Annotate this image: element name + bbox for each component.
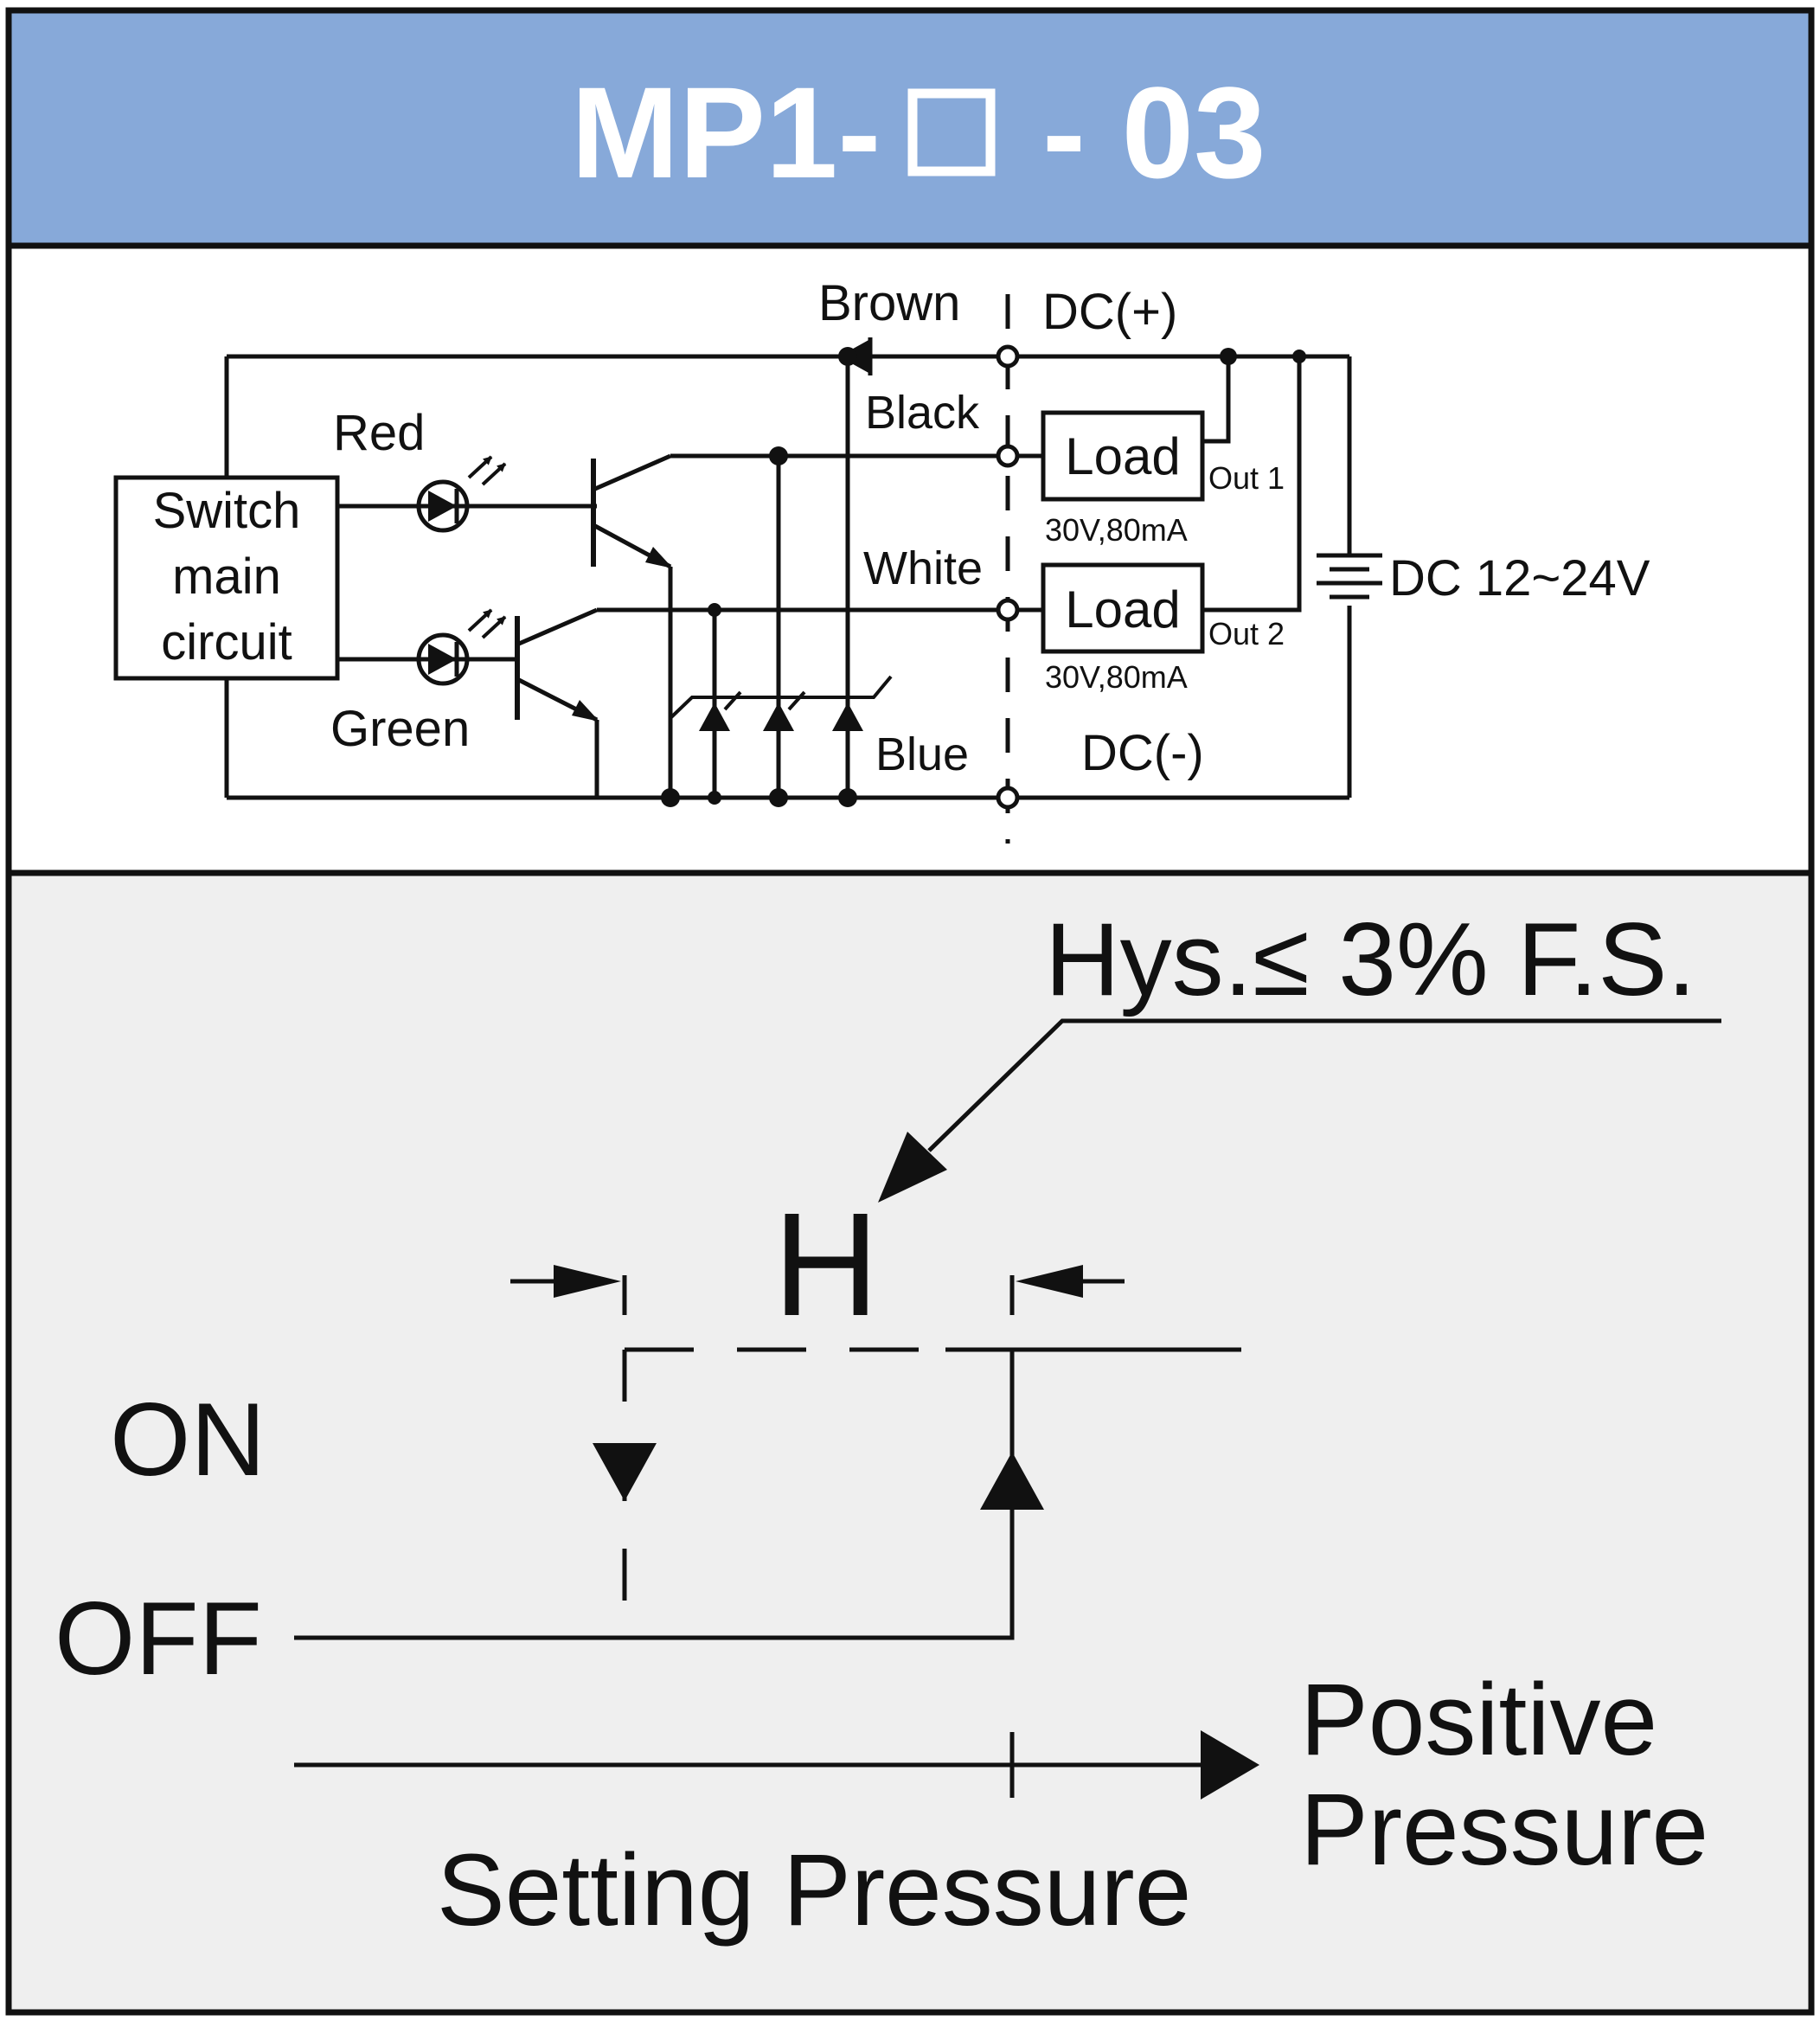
dc-plus-label: DC(+) bbox=[1042, 284, 1177, 340]
hysteresis-spec: Hys.≤ 3% F.S. bbox=[1045, 901, 1696, 1017]
model-title: MP1- - 03 bbox=[571, 60, 1266, 205]
h-label: H bbox=[773, 1183, 880, 1347]
out-2-wire bbox=[1202, 356, 1302, 613]
blue-wire-label: Blue bbox=[875, 728, 969, 780]
turn-off-arrow bbox=[593, 1443, 657, 1501]
zener-2-icon bbox=[763, 703, 794, 731]
pressure-axis-arrow-icon bbox=[1201, 1730, 1259, 1800]
switch-label-line-1: Switch bbox=[153, 483, 301, 539]
hysteresis-panel bbox=[5, 869, 1815, 2016]
red-led-label: Red bbox=[333, 405, 425, 461]
model-title-prefix: MP1- bbox=[571, 60, 881, 205]
off-label: OFF bbox=[54, 1581, 262, 1697]
zener-1-icon bbox=[699, 703, 730, 731]
wiring-labels: Switch main circuit Red Green Brown Blac… bbox=[153, 275, 1650, 781]
out-1-label: Out 1 bbox=[1208, 460, 1285, 496]
junction-dots bbox=[661, 347, 1306, 807]
green-led-label: Green bbox=[330, 701, 470, 757]
switch-main-circuit-block bbox=[113, 475, 340, 681]
model-title-placeholder-box bbox=[907, 88, 996, 176]
out-1-wire bbox=[1202, 356, 1231, 444]
supply-voltage-label: DC 12~24V bbox=[1389, 550, 1650, 606]
hysteresis-graph bbox=[294, 1018, 1721, 1800]
dc-minus-label: DC(-) bbox=[1081, 725, 1204, 781]
battery-icon bbox=[1317, 553, 1382, 606]
zener-3-icon bbox=[832, 703, 863, 731]
model-title-suffix: - 03 bbox=[1042, 60, 1266, 205]
on-label: ON bbox=[110, 1382, 266, 1498]
h-left-arrow-icon bbox=[554, 1265, 621, 1298]
out-2-label: Out 2 bbox=[1208, 616, 1285, 651]
load-2-rating: 30V,80mA bbox=[1045, 659, 1188, 695]
black-wire-label: Black bbox=[865, 387, 980, 439]
hysteresis-labels: Hys.≤ 3% F.S. H ON OFF Positive Pressure… bbox=[54, 901, 1708, 1947]
setting-pressure-label: Setting Pressure bbox=[437, 1833, 1191, 1947]
positive-pressure-label-line-1: Positive bbox=[1300, 1663, 1657, 1777]
brown-wire-label: Brown bbox=[818, 275, 960, 331]
load-1-rating: 30V,80mA bbox=[1045, 512, 1188, 548]
transistor-1-icon bbox=[591, 453, 673, 798]
wiring-panel bbox=[5, 242, 1815, 876]
switch-label-line-3: circuit bbox=[161, 614, 292, 670]
transistor-2-icon bbox=[515, 607, 599, 798]
switch-label-line-2: main bbox=[172, 549, 281, 605]
zener-bar bbox=[669, 675, 893, 720]
spec-leader-arrow-icon bbox=[878, 1132, 947, 1203]
connector-terminals bbox=[996, 344, 1020, 810]
load-2-label: Load bbox=[1065, 581, 1180, 638]
load-1-label: Load bbox=[1065, 427, 1180, 485]
turn-on-arrow bbox=[980, 1452, 1044, 1510]
white-wire-label: White bbox=[863, 542, 983, 594]
spec-leader bbox=[927, 1018, 1721, 1152]
positive-pressure-label-line-2: Pressure bbox=[1300, 1773, 1708, 1887]
h-right-arrow-icon bbox=[1016, 1265, 1083, 1298]
off-line bbox=[294, 1350, 1015, 1640]
red-led-icon bbox=[416, 455, 507, 533]
green-led-icon bbox=[416, 608, 507, 686]
